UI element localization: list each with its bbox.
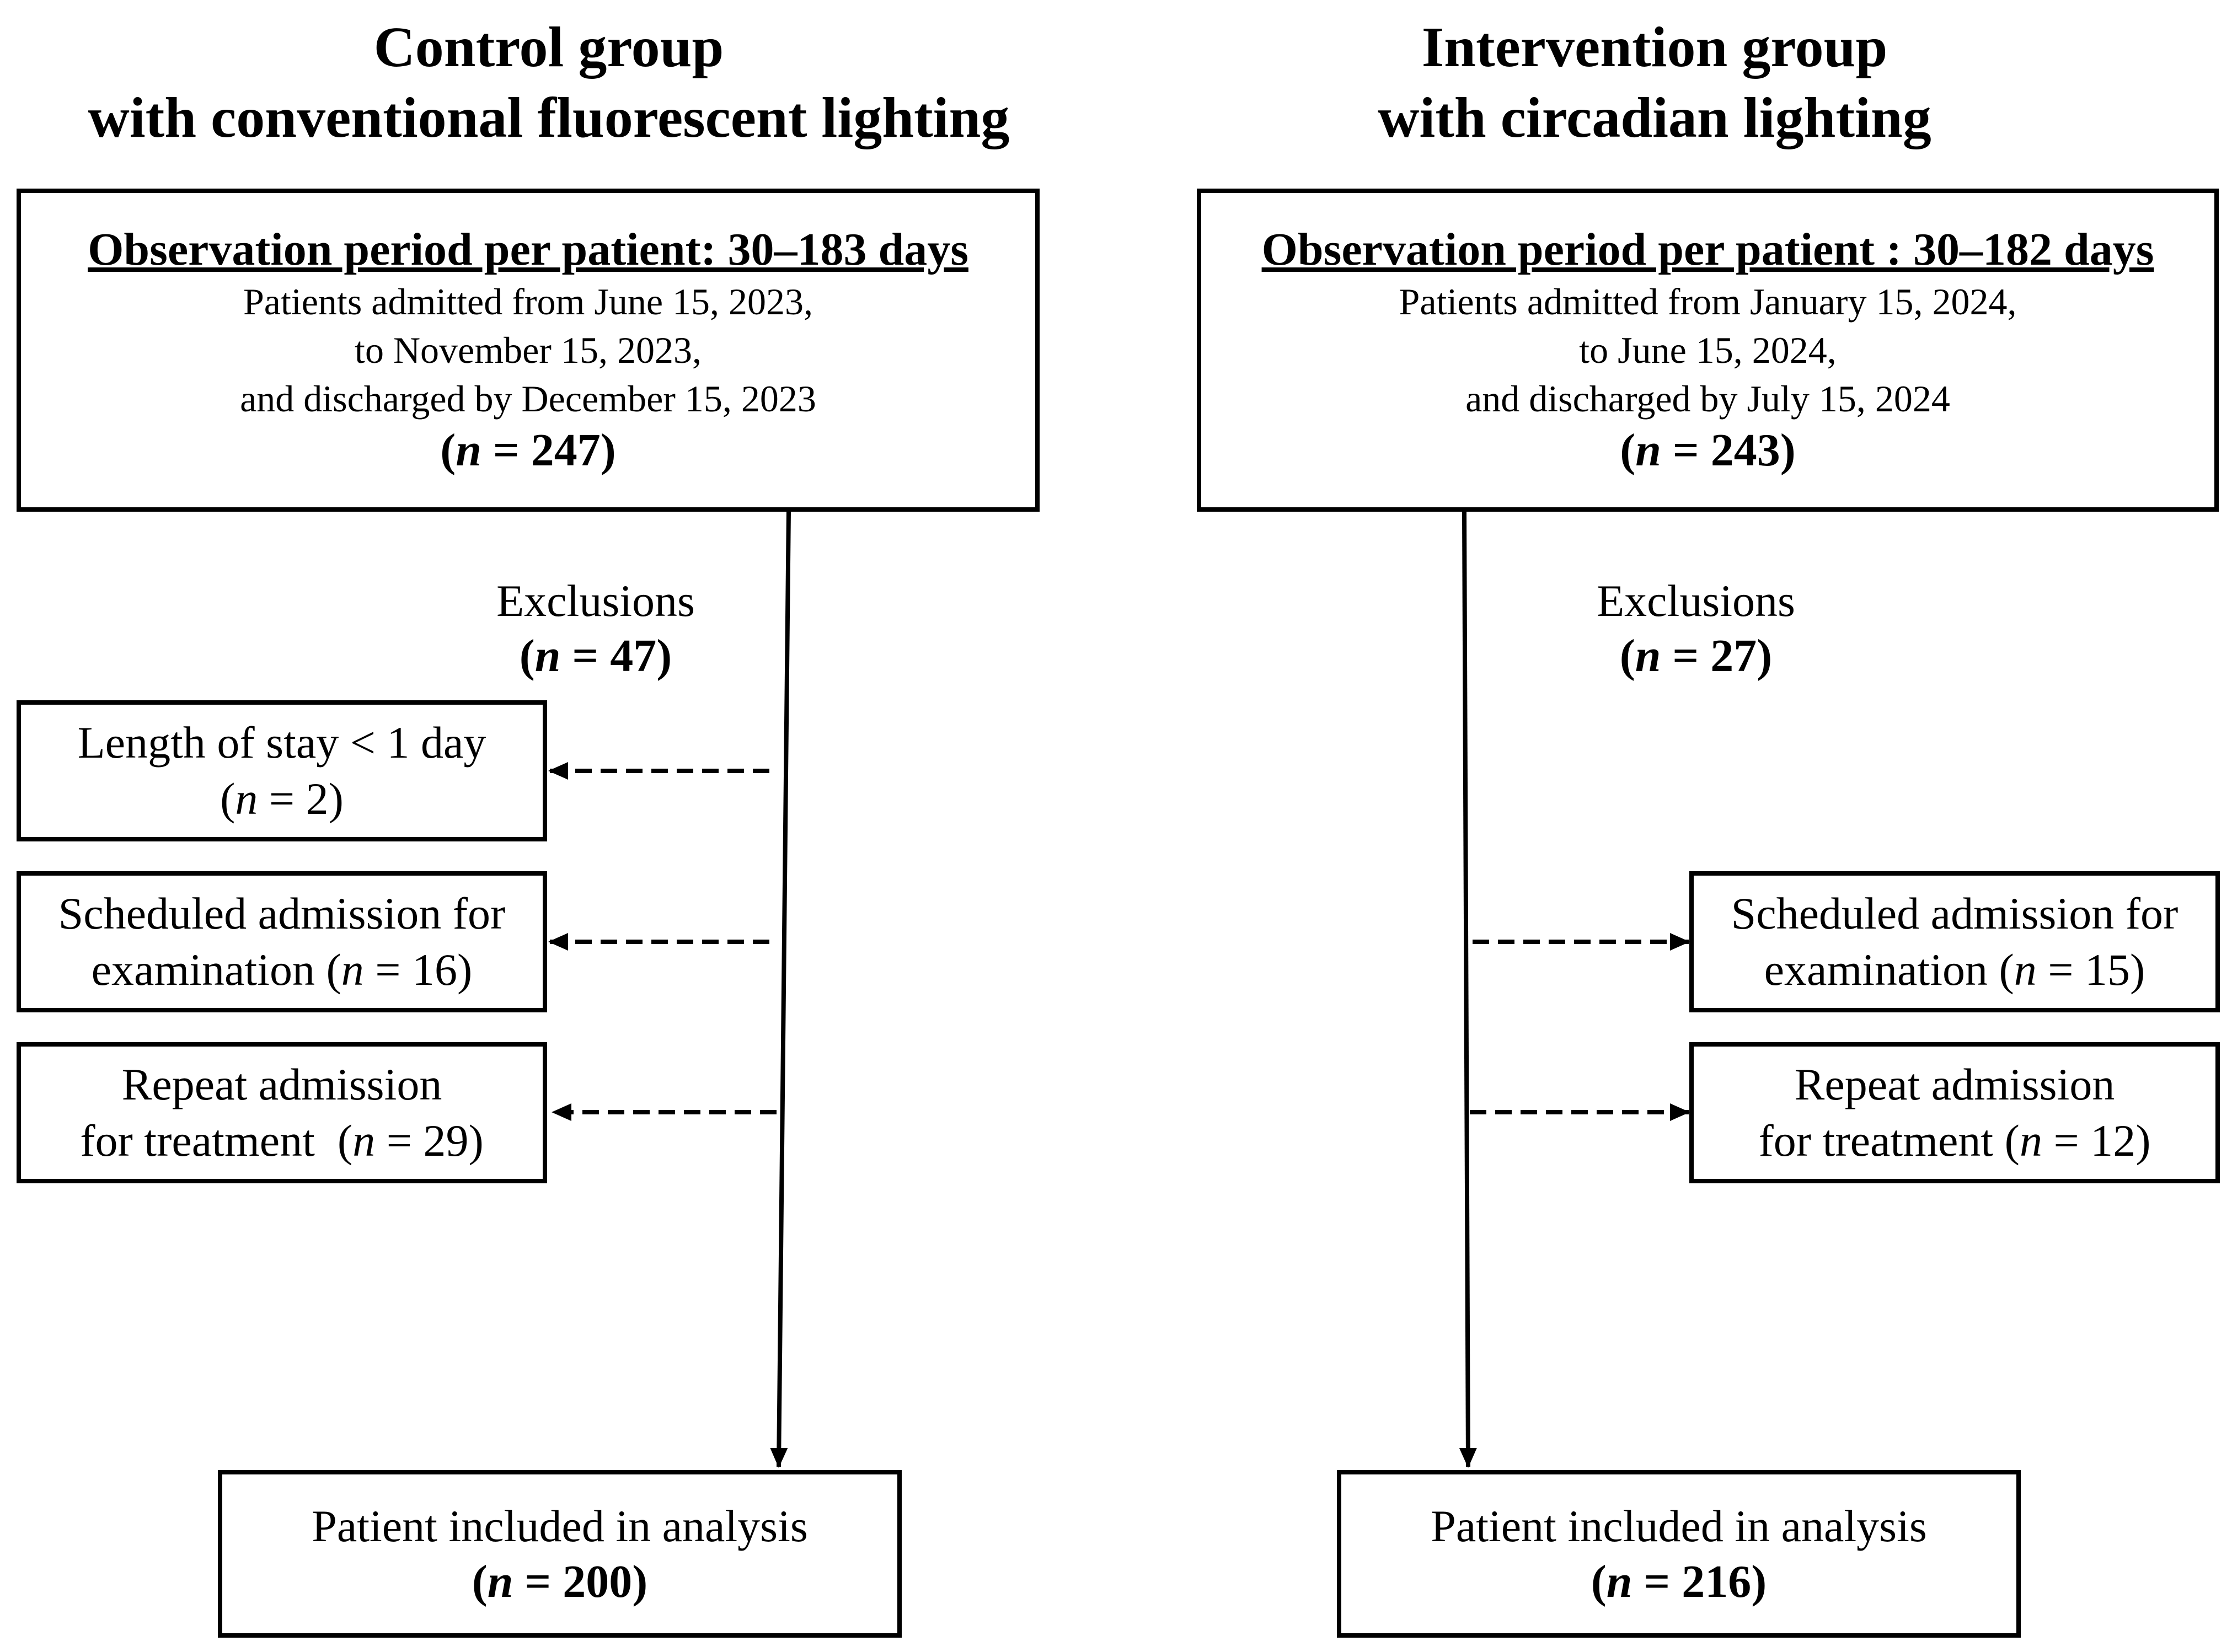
control-exclusions: Exclusions (n = 47): [430, 573, 761, 684]
intervention-analysis-count: (n = 216): [1591, 1556, 1767, 1607]
control-observation-line2: to November 15, 2023,: [355, 329, 702, 371]
control-analysis-box: Patient included in analysis (n = 200): [218, 1470, 902, 1638]
control-reason-3-line1: Repeat admission: [121, 1059, 442, 1109]
control-exclusions-count: (n = 47): [519, 630, 672, 682]
intervention-observation-count: (n = 243): [1620, 425, 1796, 476]
control-reason-box-2: Scheduled admission for examination (n =…: [17, 871, 547, 1012]
intervention-reason-1-line1: Scheduled admission for: [1731, 888, 2179, 938]
intervention-exclusions-label: Exclusions: [1597, 576, 1795, 626]
control-title-line1: Control group: [373, 15, 724, 79]
control-group-title: Control group with conventional fluoresc…: [17, 12, 1081, 153]
intervention-reason-box-1: Scheduled admission for examination (n =…: [1689, 871, 2220, 1012]
control-observation-heading: Observation period per patient: 30–183 d…: [88, 224, 968, 275]
intervention-reason-2-count: for treatment (n = 12): [1758, 1115, 2151, 1166]
intervention-exclusions-count: (n = 27): [1619, 630, 1773, 682]
intervention-analysis-label: Patient included in analysis: [1431, 1501, 1927, 1551]
control-analysis-count: (n = 200): [472, 1556, 648, 1607]
intervention-observation-box: Observation period per patient : 30–182 …: [1197, 189, 2219, 512]
control-main-arrow: [770, 510, 791, 1468]
control-observation-line1: Patients admitted from June 15, 2023,: [243, 281, 813, 323]
intervention-title-line1: Intervention group: [1421, 15, 1888, 79]
intervention-reason-2-line1: Repeat admission: [1794, 1059, 2115, 1109]
intervention-observation-heading: Observation period per patient : 30–182 …: [1261, 224, 2154, 275]
control-analysis-label: Patient included in analysis: [312, 1501, 808, 1551]
control-reason-1-count: (n = 2): [220, 774, 344, 824]
control-observation-box: Observation period per patient: 30–183 d…: [17, 189, 1040, 512]
control-reason-1-line1: Length of stay < 1 day: [77, 717, 486, 768]
control-reason-3-count: for treatment (n = 29): [80, 1115, 484, 1166]
intervention-reason-1-count: examination (n = 15): [1764, 945, 2145, 995]
intervention-analysis-box: Patient included in analysis (n = 216): [1337, 1470, 2021, 1638]
control-observation-count: (n = 247): [440, 425, 616, 476]
control-title-line2: with conventional fluorescent lighting: [88, 86, 1010, 149]
intervention-observation-line1: Patients admitted from January 15, 2024,: [1399, 281, 2017, 323]
intervention-group-title: Intervention group with circadian lighti…: [1186, 12, 2123, 153]
intervention-title-line2: with circadian lighting: [1378, 86, 1931, 149]
control-reason-2-count: examination (n = 16): [91, 945, 473, 995]
control-observation-line3: and discharged by December 15, 2023: [240, 378, 816, 420]
control-reason-box-1: Length of stay < 1 day (n = 2): [17, 700, 547, 841]
intervention-observation-line3: and discharged by July 15, 2024: [1465, 378, 1950, 420]
intervention-exclusions: Exclusions (n = 27): [1530, 573, 1861, 684]
control-reason-2-line1: Scheduled admission for: [58, 888, 506, 938]
intervention-main-arrow: [1459, 510, 1477, 1468]
intervention-reason-box-2: Repeat admission for treatment (n = 12): [1689, 1042, 2220, 1183]
control-reason-box-3: Repeat admission for treatment (n = 29): [17, 1042, 547, 1183]
control-exclusions-label: Exclusions: [496, 576, 695, 626]
intervention-observation-line2: to June 15, 2024,: [1579, 329, 1837, 371]
